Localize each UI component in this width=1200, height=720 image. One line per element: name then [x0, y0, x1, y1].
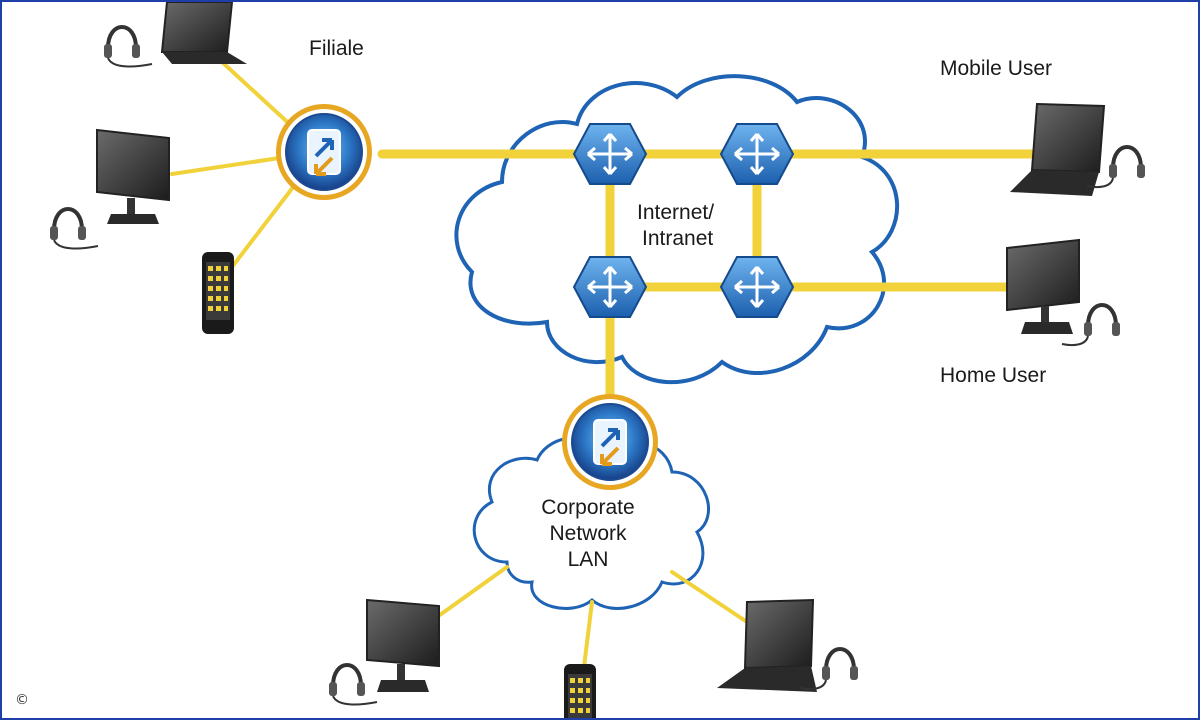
network-links: [170, 60, 1037, 669]
label-internet-line1: Internet/: [637, 201, 714, 224]
headset-icon: [1061, 303, 1120, 346]
monitor-icon: [96, 128, 170, 224]
headset-icon: [1086, 145, 1145, 188]
router-icon: [719, 123, 795, 185]
headset-icon: [104, 25, 153, 68]
laptop-icon: [160, 2, 247, 64]
headset-icon: [329, 663, 378, 706]
laptop-icon: [1010, 102, 1106, 196]
smartphone-icon: [564, 664, 596, 718]
router-icon: [719, 256, 795, 318]
monitor-icon: [366, 598, 440, 692]
label-corporate-line3: LAN: [568, 548, 609, 571]
headset-icon: [50, 207, 99, 250]
copyright-mark: ©: [15, 692, 29, 708]
laptop-icon: [717, 598, 817, 692]
smartphone-icon: [202, 252, 234, 334]
label-corporate-line2: Network: [549, 522, 627, 545]
link-corp-laptop: [670, 570, 749, 624]
link-corp-phone: [582, 600, 594, 669]
label-filiale: Filiale: [309, 37, 364, 60]
monitor-icon: [1006, 238, 1080, 334]
gateway-icon: [276, 104, 372, 200]
link-corp-monitor: [435, 565, 509, 619]
label-mobile-user: Mobile User: [940, 57, 1052, 80]
gateway-icon: [562, 394, 658, 490]
router-icon: [572, 123, 648, 185]
headset-icon: [799, 647, 858, 690]
label-internet-line2: Intranet: [642, 227, 713, 250]
corporate-cloud: [472, 436, 710, 610]
label-corporate-line1: Corporate: [541, 496, 634, 519]
router-icon: [572, 256, 648, 318]
label-home-user: Home User: [940, 364, 1046, 387]
